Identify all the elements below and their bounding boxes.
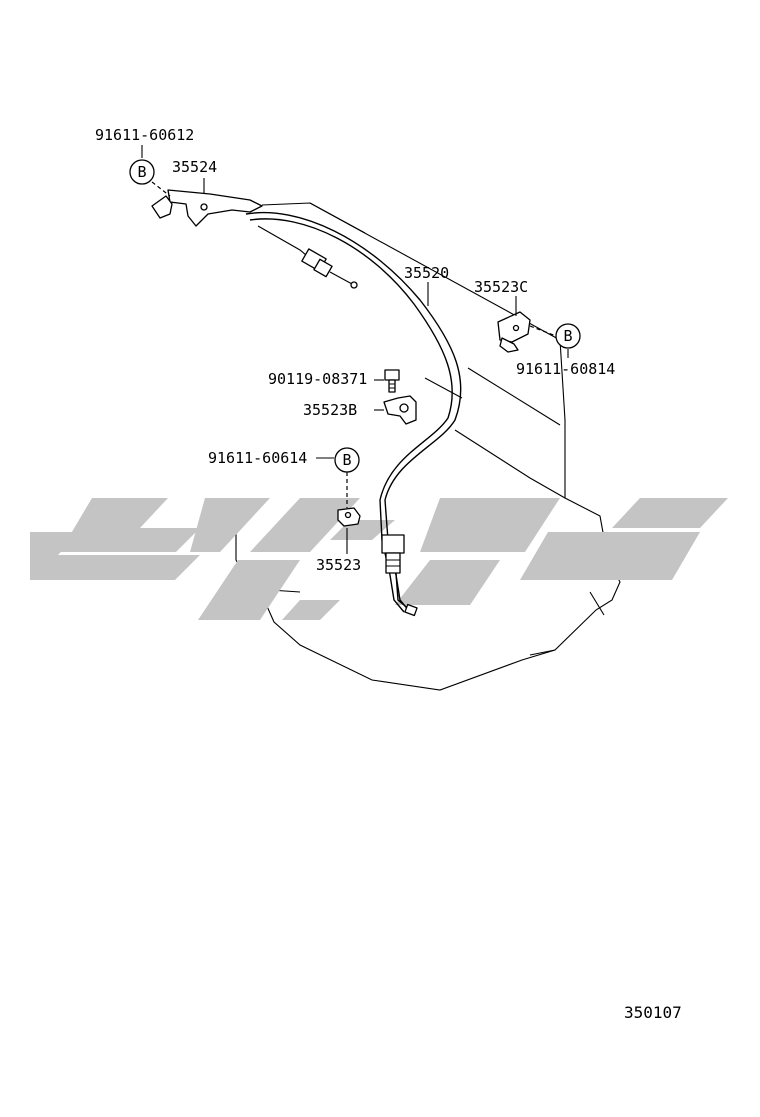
bracket-35523c [497,311,531,353]
clamp-35523 [337,507,361,527]
label-clamp-lower: 35523 [316,556,361,574]
clamp-35523b [383,395,417,425]
diagram-reference-code: 350107 [624,1003,682,1022]
label-cable-main: 35520 [404,264,449,282]
label-clamp-mid: 35523B [303,401,357,419]
marker-b-upper: B [129,159,155,185]
marker-b-lower: B [334,447,360,473]
label-bracket-upper-left: 35524 [172,158,217,176]
marker-b-upper-label: B [137,163,146,181]
marker-b-right-label: B [563,327,572,345]
label-clip-lower: 91611-60614 [208,449,307,467]
label-clip-upper-left: 91611-60612 [95,126,194,144]
cable-assembly [245,212,462,617]
label-bolt: 90119-08371 [268,370,367,388]
watermark [30,498,728,620]
bolt-icon [384,369,400,393]
marker-b-right: B [555,323,581,349]
marker-b-lower-label: B [342,451,351,469]
leader-lines [141,145,569,554]
bracket-35524 [151,189,263,227]
label-clip-right: 91611-60814 [516,360,615,378]
label-bracket-right: 35523C [474,278,528,296]
